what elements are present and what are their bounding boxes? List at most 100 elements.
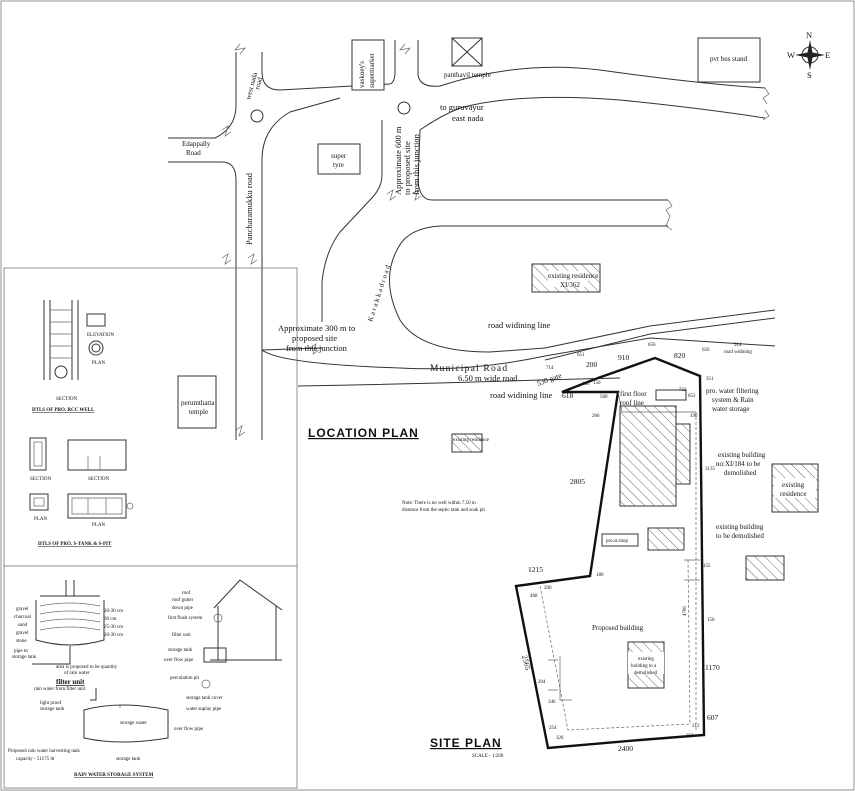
dim-2400: 2400 <box>618 744 633 753</box>
dim-150a: 150 <box>593 381 601 386</box>
dim-346: 346 <box>548 700 556 705</box>
west-nada-label-2: road <box>253 76 264 91</box>
proposed-tank-1: Proposed rain water harvesting tank <box>8 749 80 754</box>
vaskoey-label-1: vaskoey's <box>358 61 366 88</box>
house-over-flow: over flow pipe <box>164 658 194 663</box>
dim-266: 266 <box>592 414 600 419</box>
compass-s: S <box>807 70 812 80</box>
tank-plan-2: PLAN <box>92 523 105 528</box>
approx300-label-1: Approximate 300 m to <box>278 323 355 333</box>
water-filter-label-2: system & Rain <box>712 396 754 404</box>
filter-note-2: of rain water <box>64 671 90 676</box>
filter-title: filter unit <box>56 678 85 686</box>
panthayil-label: panthayil temple <box>444 71 491 79</box>
dim-910: 910 <box>618 353 630 362</box>
edappally-label-2: Road <box>186 149 201 157</box>
dim-651: 651 <box>577 353 585 358</box>
tank-title: DTLS OF PRO. S-TANK & S-PIT <box>38 542 112 547</box>
existing-res-top-label-2: XI/362 <box>560 281 580 289</box>
dim-200b: 200 <box>544 586 552 591</box>
water-filter-label-3: water storage <box>712 405 750 413</box>
vaskoey-supermarket-box <box>351 39 385 91</box>
dim-607: 607 <box>707 713 719 722</box>
tank-section-1: SECTION <box>30 477 52 482</box>
approx600-label-3: from this junction <box>411 133 421 195</box>
dim-914: 914 <box>734 343 742 348</box>
existing-building-demolish-2 <box>647 527 685 551</box>
vaskoey-label-2: supermarket <box>368 53 376 88</box>
dim-254: 254 <box>549 726 557 731</box>
guruvayur-label-2: east nada <box>452 113 484 123</box>
existing-res-right-1: existing <box>782 481 805 489</box>
details-panel <box>3 267 298 789</box>
approx300-label-3: from this junction <box>286 343 348 353</box>
existing-bldg3-label-2: building to a <box>631 664 657 669</box>
site-plan-scale: SCALE - 1:200 <box>472 754 504 759</box>
dim-180: 180 <box>596 573 604 578</box>
dim-2565: 2565 <box>520 654 533 671</box>
dim-150b: 150 <box>707 618 715 623</box>
storage-water-label: storage water <box>120 721 147 726</box>
filter-layer-sand: sand <box>18 623 28 628</box>
filter-depth-1: 20-30 cm <box>104 609 123 614</box>
stank-detail <box>29 437 134 519</box>
rcc-well-detail <box>43 300 106 380</box>
rain-water-from-filter: rain water from filter unit <box>34 687 86 692</box>
storage-tank-detail <box>83 688 169 743</box>
house-filter-unit: filter unit <box>172 633 191 638</box>
existing-bldg3-label-1: existing <box>638 657 654 662</box>
filter-layer-stone: stone <box>16 639 27 644</box>
storage-system-title: RAIN WATER STORAGE SYSTEM <box>74 773 154 778</box>
pvt-bus-stand-box <box>697 37 761 83</box>
guruvayur-label-1: to guruvayur <box>440 102 484 112</box>
dim-1215: 1215 <box>528 565 543 574</box>
well-section-label: SECTION <box>56 397 78 402</box>
dim-714: 714 <box>546 366 554 371</box>
dim-1170: 1170 <box>705 663 720 672</box>
compass-n: N <box>806 30 812 40</box>
well-plan-label: PLAN <box>92 361 105 366</box>
existing-bldg2-label-2: to be demolished <box>716 532 764 540</box>
existing-res-right-2: residence <box>780 490 806 498</box>
house-section-detail <box>201 579 283 689</box>
dim-204: 204 <box>538 680 546 685</box>
approx300-label-2: proposed site <box>292 333 337 343</box>
dim-618: 618 <box>562 391 574 400</box>
hatched-block-right <box>745 555 785 581</box>
pvt-bus-label: pvt bus stand <box>710 55 747 63</box>
dim-2805: 2805 <box>570 477 585 486</box>
location-plan-title: LOCATION PLAN <box>308 426 419 440</box>
existing-bldg2-label-1: existing building <box>716 523 764 531</box>
tank-plan-1: PLAN <box>34 517 47 522</box>
perumthatta-temple-box <box>177 375 217 429</box>
dim-468: 468 <box>530 594 538 599</box>
well-elevation-label: ELEVATION <box>87 333 115 338</box>
small-box-label: existing residence <box>453 438 490 443</box>
dim-652: 652 <box>688 394 696 399</box>
edappally-label-1: Edappally <box>182 140 211 148</box>
filter-depth-2: 30 cm <box>104 617 116 622</box>
municipal-road-label: Municipal Road <box>430 364 508 374</box>
existing-bldg1-label-1: existing building <box>718 451 766 459</box>
dim-153: 153 <box>582 382 590 387</box>
light-proof-1: light proof <box>40 701 62 706</box>
filter-depth-4: 20-30 cm <box>104 633 123 638</box>
filter-unit-detail <box>32 580 105 665</box>
house-percolation: percolation pit <box>170 676 200 681</box>
karakkad-label: K a r a k k a d r o a d <box>366 264 392 323</box>
house-roof-gutter: roof gutter <box>172 598 194 603</box>
super-tyre-label-2: tyre <box>333 161 344 169</box>
well-title: DTLS OF PRO. RCC WELL <box>32 408 95 413</box>
proposed-tank-2: capacity - 51175 ltr <box>16 757 55 762</box>
site-plan-title: SITE PLAN <box>430 736 502 750</box>
road-widining-label-2: road widining line <box>490 390 553 400</box>
road-network <box>168 40 776 440</box>
filter-note-1: area is proposed to be quantity <box>56 665 118 670</box>
water-filter-label-1: pro. water filtering <box>706 387 759 395</box>
dim-530: 530 gate <box>536 370 564 387</box>
dim-4780: 4780 <box>683 606 688 617</box>
storage-tank-label: storage tank <box>116 757 141 762</box>
water-filter-box <box>655 389 687 401</box>
